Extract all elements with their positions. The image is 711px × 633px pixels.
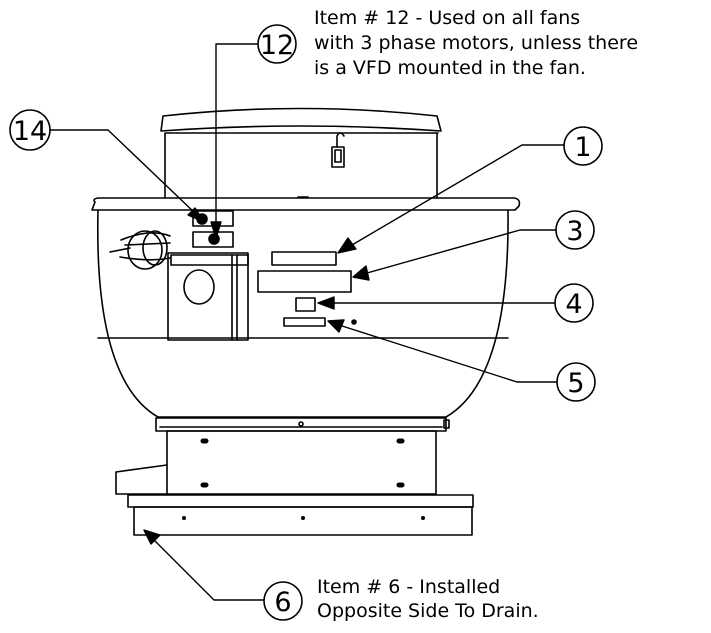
balloon-14: 14 xyxy=(9,109,51,151)
drain-spout xyxy=(115,464,168,495)
curb-body xyxy=(166,430,437,495)
balloon-4: 4 xyxy=(554,283,594,323)
windband xyxy=(96,209,509,418)
junction-box xyxy=(167,252,249,341)
note-6-line-1: Item # 6 - Installed xyxy=(317,576,500,598)
balloon-4-label: 4 xyxy=(565,289,582,320)
skirt-holes xyxy=(182,516,425,520)
decal-5 xyxy=(283,317,326,327)
decal-4 xyxy=(295,297,316,312)
balloon-14-label: 14 xyxy=(13,116,47,147)
decal-12 xyxy=(192,231,234,248)
balloon-3-label: 3 xyxy=(566,216,583,247)
curb-skirt xyxy=(133,506,473,536)
note-12-line-3: is a VFD mounted in the fan. xyxy=(314,57,586,79)
base-ring xyxy=(155,417,447,432)
note-12-line-1: Item # 12 - Used on all fans xyxy=(314,7,580,29)
motor-cover xyxy=(164,132,438,199)
decal-3 xyxy=(257,270,352,293)
conduit-fitting xyxy=(109,230,171,270)
note-item-6: Item # 6 - Installed Opposite Side To Dr… xyxy=(317,576,539,622)
hood-lid xyxy=(160,107,442,132)
balloon-12: 12 xyxy=(257,24,297,64)
decal-1 xyxy=(271,251,337,266)
balloon-6: 6 xyxy=(263,581,303,621)
note-item-12: Item # 12 - Used on all fans with 3 phas… xyxy=(314,7,638,79)
base-plate xyxy=(127,494,474,508)
leader-lines xyxy=(49,43,565,601)
note-12-line-2: with 3 phase motors, unless there xyxy=(314,32,638,54)
balloon-1-label: 1 xyxy=(574,132,591,163)
latch-icon xyxy=(331,132,345,168)
balloon-1: 1 xyxy=(563,126,603,166)
balloon-3: 3 xyxy=(555,210,595,250)
balloon-12-label: 12 xyxy=(260,30,294,61)
balloon-6-label: 6 xyxy=(274,587,291,618)
balloons: 12 14 1 3 4 5 6 xyxy=(9,24,603,621)
windband-rim xyxy=(91,197,521,211)
fan-drawing xyxy=(91,107,521,536)
balloon-5: 5 xyxy=(556,362,596,402)
balloon-5-label: 5 xyxy=(567,368,584,399)
curb-bolts xyxy=(200,438,405,488)
note-6-line-2: Opposite Side To Drain. xyxy=(317,600,539,622)
